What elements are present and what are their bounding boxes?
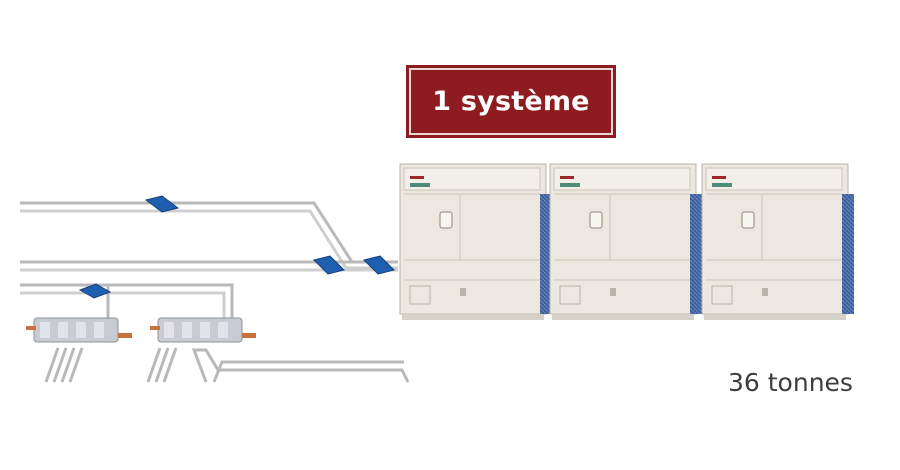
- system-badge: 1 système: [406, 65, 616, 138]
- outdoor-unit-3: [701, 163, 855, 321]
- refrigerant-piping: [20, 201, 410, 383]
- branch-box-1: [26, 317, 132, 343]
- valve-marker-branch: [78, 283, 112, 299]
- outdoor-unit-2: [549, 163, 703, 321]
- valve-marker-mid-1: [313, 255, 345, 275]
- outdoor-unit-1: [399, 163, 553, 321]
- valve-marker-mid-2: [363, 255, 395, 275]
- capacity-label: 36 tonnes: [728, 368, 853, 397]
- valve-markers: [78, 195, 395, 299]
- system-title: 1 système: [432, 86, 590, 117]
- branch-box-2: [150, 317, 256, 343]
- valve-marker-top: [144, 195, 180, 213]
